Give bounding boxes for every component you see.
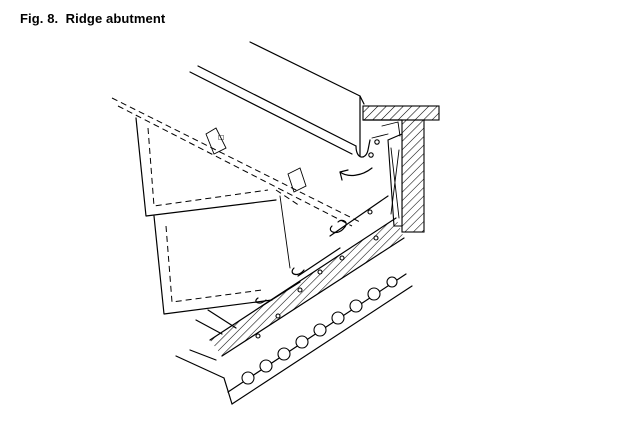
- tile-rounds: [241, 276, 398, 385]
- fixing-nails: [255, 209, 379, 339]
- ridge-cap: [189, 41, 389, 158]
- roof-substrate: [175, 217, 413, 405]
- seam-rolls: [255, 195, 389, 307]
- upper-flashing-sheet: ☐: [111, 97, 361, 227]
- figure-caption: Fig. 8. Ridge abutment: [20, 11, 166, 26]
- eaves-edge: [195, 309, 237, 335]
- wall-batten: [381, 121, 403, 227]
- svg-text:☐: ☐: [218, 134, 224, 142]
- fold-arrow: [339, 167, 373, 181]
- lower-flashing-sheet: [153, 167, 307, 315]
